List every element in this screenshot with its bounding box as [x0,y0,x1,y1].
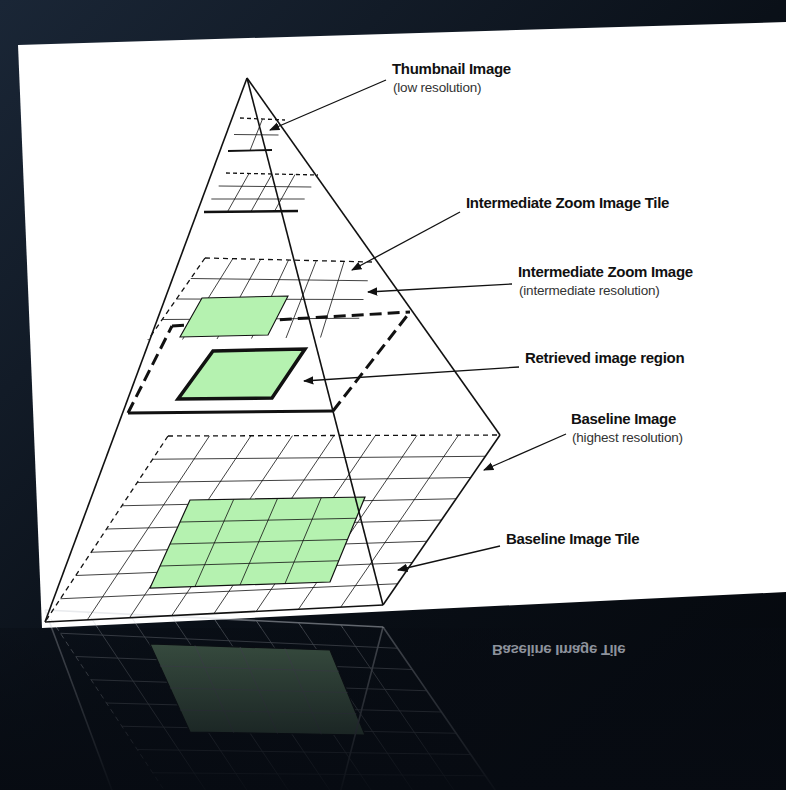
pyramid-stroke [168,435,500,436]
leader-line [484,434,566,470]
label-text: Baseline Image [571,410,676,427]
label-text: Intermediate Zoom Image Tile [466,194,669,211]
leader-lines [270,80,566,570]
pyramid-stroke [211,199,304,200]
intermediate-tile [180,296,288,337]
pyramid-stroke [45,436,168,622]
pyramid-stroke [180,518,356,522]
pyramid-stroke [128,411,333,413]
slide-panel [18,22,786,628]
pyramid-stroke [219,186,312,187]
pyramid-edge [45,605,383,622]
pyramid-edge [45,610,383,627]
label-text: Baseline Image Tile [506,530,639,547]
pyramid-edge [247,78,383,605]
pyramid-stroke [251,174,272,212]
pyramid-edge [383,435,500,605]
pyramid-stroke [160,561,339,566]
leader-line [368,284,512,292]
pyramid-stroke [275,175,296,212]
label-subtext: (intermediate resolution) [519,283,660,298]
pyramid-edge [45,78,247,622]
pyramid-stroke [137,478,471,483]
pyramid-stroke [60,584,397,599]
label-text: Retrieved image region [525,349,684,366]
pyramid-stroke [333,312,410,411]
leader-line [304,367,519,381]
leader-line [398,546,500,570]
pyramid-stroke [170,540,348,545]
pyramid-stroke [153,456,486,459]
label-text: Intermediate Zoom Image [518,263,693,280]
pyramid-stroke [191,279,368,281]
label-subtext: (low resolution) [393,80,481,95]
label-text: Thumbnail Image [392,60,511,77]
pyramid-edge [247,78,500,435]
pyramid-stroke [228,174,250,212]
reflection-fade [0,628,786,790]
leader-line [270,80,386,130]
reflected-label: Baseline Image Tile [492,642,625,659]
baseline-tile [150,497,365,588]
pyramid-stroke [234,134,279,136]
leader-line [352,212,460,270]
retrieved-region [178,349,305,399]
label-subtext: (highest resolution) [572,430,683,445]
pyramid [45,78,500,622]
